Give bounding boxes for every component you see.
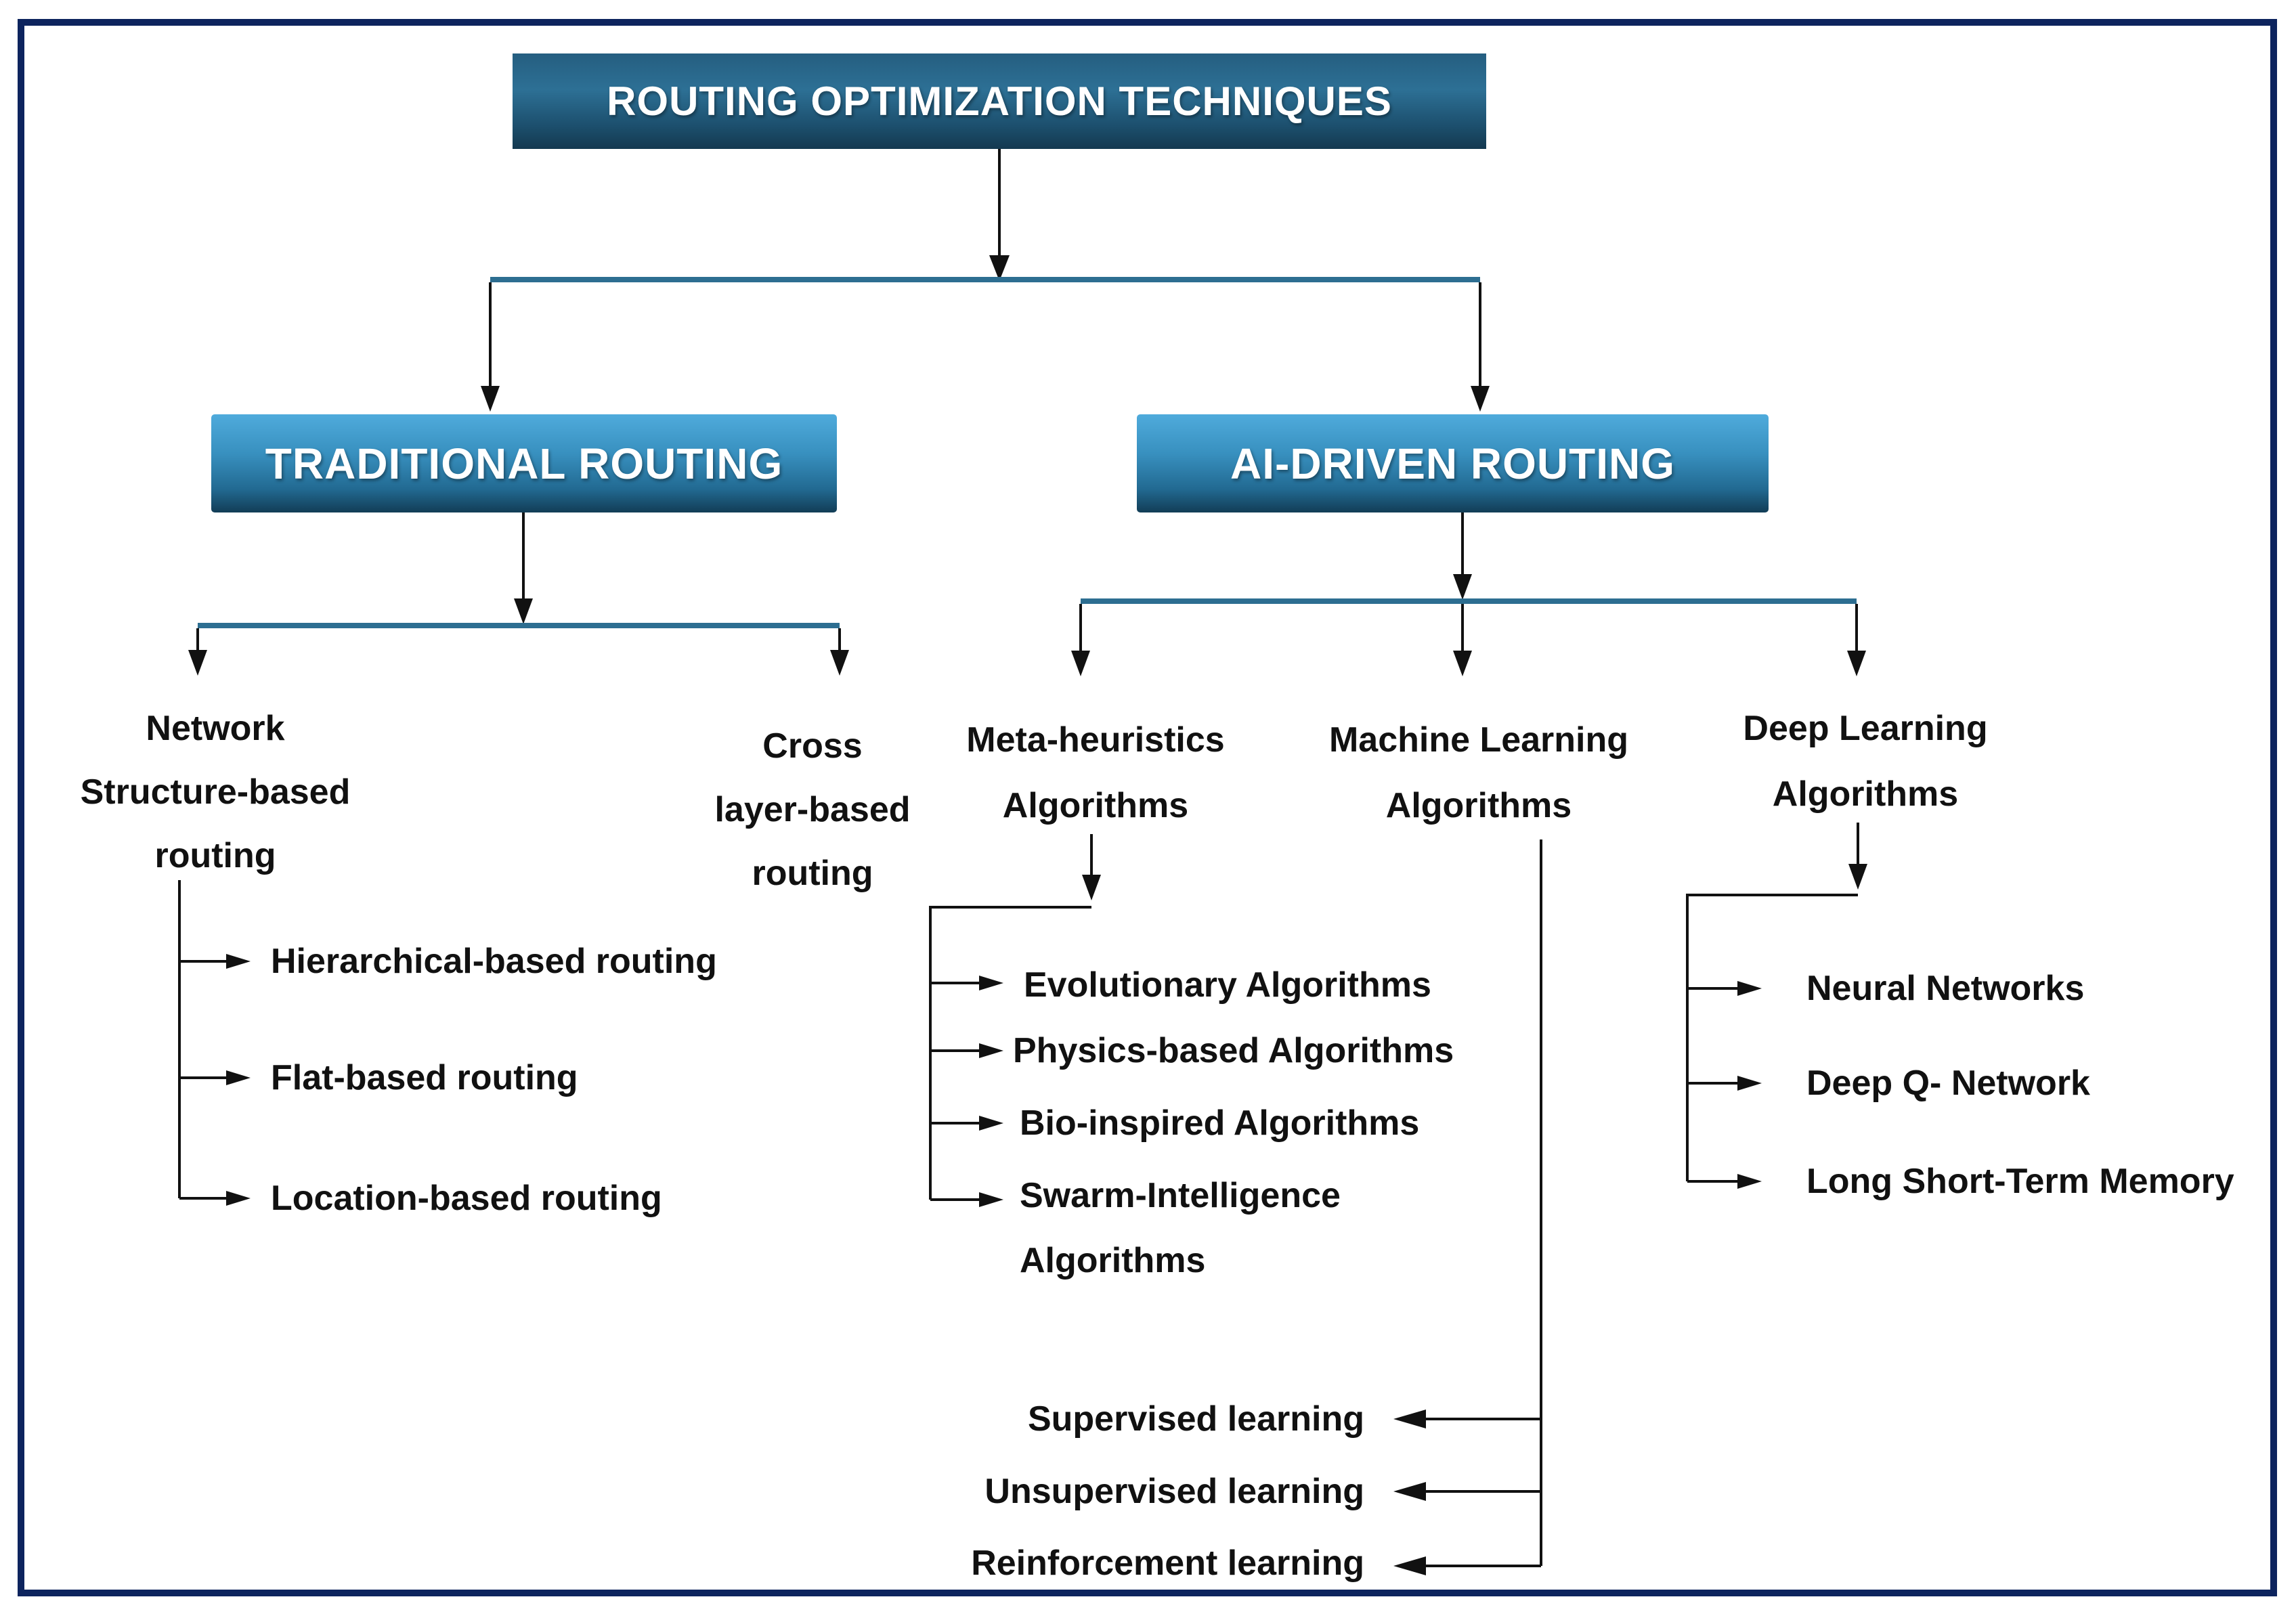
leaf-deep-q-network: Deep Q- Network	[1806, 1064, 2090, 1103]
node-ai-driven-routing: AI-DRIVEN ROUTING	[1137, 414, 1769, 512]
root-title: ROUTING OPTIMIZATION TECHNIQUES	[607, 79, 1392, 124]
root-node-routing-optimization: ROUTING OPTIMIZATION TECHNIQUES	[513, 53, 1486, 149]
network-line3: routing	[154, 836, 276, 875]
ai-label: AI-DRIVEN ROUTING	[1230, 439, 1675, 488]
connector-network-structure-items	[178, 880, 251, 1206]
leaf-unsupervised-learning: Unsupervised learning	[984, 1472, 1364, 1511]
leaf-evolutionary-algorithms: Evolutionary Algorithms	[1024, 965, 1431, 1005]
cross-line3: routing	[752, 854, 873, 893]
leaf-bio-inspired-algorithms: Bio-inspired Algorithms	[1020, 1104, 1420, 1143]
cross-line1: Cross	[762, 726, 863, 766]
node-traditional-routing: TRADITIONAL ROUTING	[211, 414, 837, 512]
node-cross-layer-routing: Cross layer-based routing	[603, 714, 1022, 905]
connector-title-to-branches	[481, 149, 1490, 412]
leaf-hierarchical-based-routing: Hierarchical-based routing	[271, 942, 717, 981]
ml-line1: Machine Learning	[1328, 720, 1629, 760]
connector-traditional-children	[188, 512, 849, 676]
node-meta-heuristics: Meta-heuristics Algorithms	[899, 707, 1292, 839]
dl-line1: Deep Learning	[1743, 709, 1988, 748]
node-machine-learning: Machine Learning Algorithms	[1282, 707, 1675, 839]
meta-line1: Meta-heuristics	[966, 720, 1225, 760]
connector-meta-heuristics-items	[929, 834, 1101, 1207]
traditional-label: TRADITIONAL ROUTING	[265, 439, 783, 488]
leaf-reinforcement-learning: Reinforcement learning	[971, 1544, 1364, 1583]
leaf-flat-based-routing: Flat-based routing	[271, 1058, 578, 1097]
leaf-neural-networks: Neural Networks	[1806, 969, 2085, 1008]
leaf-supervised-learning: Supervised learning	[1027, 1399, 1364, 1439]
meta-line2: Algorithms	[1002, 786, 1189, 825]
node-network-structure-routing: Network Structure-based routing	[5, 697, 425, 888]
leaf-long-short-term-memory: Long Short-Term Memory	[1806, 1162, 2234, 1201]
dl-line2: Algorithms	[1772, 774, 1959, 814]
connector-ai-children	[1071, 512, 1866, 676]
cross-line2: layer-based	[714, 790, 911, 829]
network-line2: Structure-based	[80, 772, 351, 812]
leaf-swarm-intelligence-algorithms: Swarm-Intelligence Algorithms	[1020, 1176, 1341, 1280]
node-deep-learning: Deep Learning Algorithms	[1669, 696, 2062, 827]
leaf-physics-based-algorithms: Physics-based Algorithms	[1013, 1031, 1454, 1070]
network-line1: Network	[146, 709, 285, 748]
leaf-location-based-routing: Location-based routing	[271, 1179, 662, 1218]
connector-deep-learning-items	[1686, 823, 1867, 1189]
ml-line2: Algorithms	[1385, 786, 1572, 825]
connector-machine-learning-items	[1393, 839, 1542, 1575]
